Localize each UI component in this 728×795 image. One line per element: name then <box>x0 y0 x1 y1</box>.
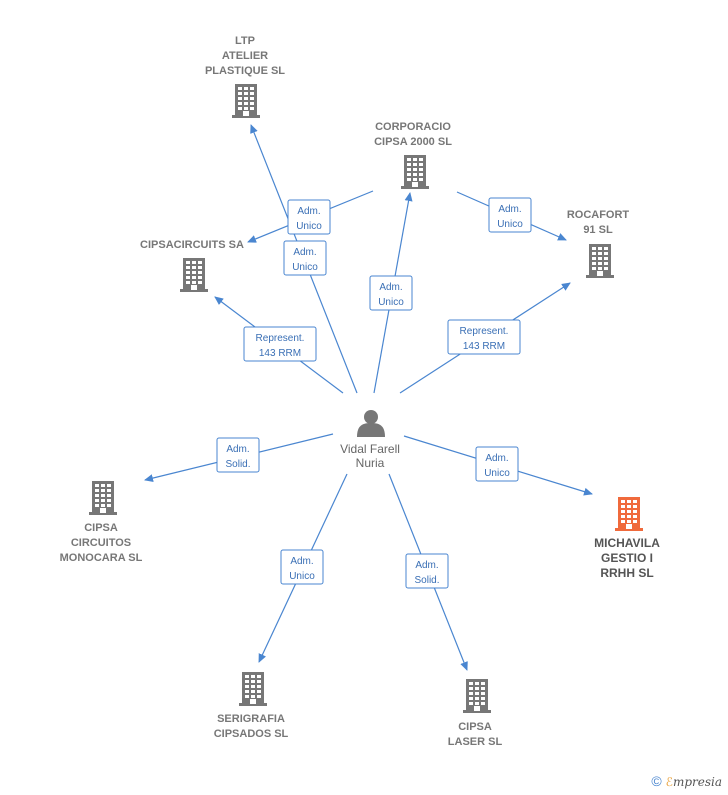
edge-label-e-monocara[interactable]: Adm. Solid. <box>216 437 260 473</box>
michavila-building-icon[interactable] <box>615 497 643 531</box>
cipsacircuits-building-icon[interactable] <box>180 258 208 292</box>
laser-label: CIPSA LASER SL <box>448 721 503 748</box>
cipsacircuits-label-line: CIPSACIRCUITS SA <box>140 239 244 251</box>
cipsacircuits-label: CIPSACIRCUITS SA <box>140 239 244 251</box>
edge-label-text: Adm. <box>485 453 508 464</box>
serigrafia-label-line: CIPSADOS SL <box>214 728 289 740</box>
edge-label-text: Adm. <box>290 556 313 567</box>
edge-label-box[interactable] <box>488 197 532 233</box>
edge-label-text: Adm. <box>415 560 438 571</box>
edge-label-text: 143 RRM <box>259 348 301 359</box>
edge-label-box[interactable] <box>287 199 331 235</box>
monocara-building-icon[interactable] <box>89 481 117 515</box>
michavila-label-line: RRHH SL <box>600 566 653 580</box>
edge-label-text: Adm. <box>498 204 521 215</box>
serigrafia-label-line: SERIGRAFIA <box>217 713 285 725</box>
edge-label-e-ltp[interactable]: Adm. Unico <box>283 240 327 276</box>
ltp-label-line: ATELIER <box>222 50 268 62</box>
edge-label-e-corp-rocafort[interactable]: Adm. Unico <box>488 197 532 233</box>
edge-label-text: Adm. <box>293 247 316 258</box>
laser-label-line: LASER SL <box>448 736 503 748</box>
corporacio-label-line: CORPORACIO <box>375 121 451 133</box>
monocara-label-line: CIRCUITOS <box>71 537 131 549</box>
nodes-layer: LTP ATELIER PLASTIQUE SL CORPORACIO CIPSA 20… <box>60 35 661 748</box>
edge-label-box[interactable] <box>475 446 519 482</box>
rocafort-label-line: ROCAFORT <box>567 209 630 221</box>
corporacio-label: CORPORACIO CIPSA 2000 SL <box>374 121 452 148</box>
edge-label-box[interactable] <box>405 553 449 589</box>
corporacio-building-icon[interactable] <box>401 155 429 189</box>
edge-label-text: Solid. <box>225 459 250 470</box>
serigrafia-label: SERIGRAFIA CIPSADOS SL <box>214 713 289 740</box>
laser-building-icon[interactable] <box>463 679 491 713</box>
edge-label-e-corp[interactable]: Adm. Unico <box>369 275 413 311</box>
edge-label-box[interactable] <box>369 275 413 311</box>
corporacio-label-line: CIPSA 2000 SL <box>374 136 452 148</box>
edge-label-text: Unico <box>484 468 510 479</box>
edge-label-e-corp-cipsacircuits[interactable]: Adm. Unico <box>287 199 331 235</box>
edge-label-text: Represent. <box>460 326 509 337</box>
edge-label-text: Unico <box>289 571 315 582</box>
edge-label-text: Unico <box>296 221 322 232</box>
edge-label-text: Represent. <box>256 333 305 344</box>
monocara-label-line: CIPSA <box>84 522 118 534</box>
monocara-label: CIPSA CIRCUITOS MONOCARA SL <box>60 522 143 564</box>
serigrafia-building-icon[interactable] <box>239 672 267 706</box>
edge-label-e-laser[interactable]: Adm. Solid. <box>405 553 449 589</box>
edge-label-box[interactable] <box>216 437 260 473</box>
edge-label-text: Solid. <box>414 575 439 586</box>
ltp-label-line: PLASTIQUE SL <box>205 65 285 77</box>
edge-label-text: 143 RRM <box>463 341 505 352</box>
edge-label-box[interactable] <box>243 326 317 362</box>
ltp-label: LTP ATELIER PLASTIQUE SL <box>205 35 285 77</box>
rocafort-building-icon[interactable] <box>586 244 614 278</box>
edge-label-e-cipsacircuits[interactable]: Represent. 143 RRM <box>243 326 317 362</box>
edge-label-e-rocafort[interactable]: Represent. 143 RRM <box>447 319 521 355</box>
footer-brand: ©ℰmpresia <box>651 773 722 789</box>
ltp-building-icon[interactable] <box>232 84 260 118</box>
edge-label-e-michavila[interactable]: Adm. Unico <box>475 446 519 482</box>
edge-label-text: Unico <box>292 262 318 273</box>
brand-initial: ℰ <box>665 775 673 789</box>
rocafort-label: ROCAFORT 91 SL <box>567 209 630 236</box>
edge-labels-layer: Adm.UnicoAdm.UnicoAdm.UnicoAdm.UnicoRepr… <box>216 197 532 589</box>
brand-name: mpresia <box>672 775 722 789</box>
edge-label-box[interactable] <box>280 549 324 585</box>
edge-label-text: Adm. <box>297 206 320 217</box>
edge-label-text: Adm. <box>379 282 402 293</box>
person-label-line: Vidal Farell <box>340 442 400 456</box>
michavila-label-line: GESTIO I <box>601 551 653 565</box>
ltp-label-line: LTP <box>235 35 255 47</box>
edge-label-text: Adm. <box>226 444 249 455</box>
michavila-label-line: MICHAVILA <box>594 536 660 550</box>
person-label-line: Nuria <box>356 456 385 470</box>
copyright-icon: © <box>651 773 662 789</box>
edge-label-box[interactable] <box>283 240 327 276</box>
person-icon[interactable] <box>357 410 385 437</box>
edge-label-e-serigrafia[interactable]: Adm. Unico <box>280 549 324 585</box>
rocafort-label-line: 91 SL <box>583 224 613 236</box>
edge-label-text: Unico <box>378 297 404 308</box>
laser-label-line: CIPSA <box>458 721 492 733</box>
monocara-label-line: MONOCARA SL <box>60 552 143 564</box>
edge-label-text: Unico <box>497 219 523 230</box>
edge-label-box[interactable] <box>447 319 521 355</box>
